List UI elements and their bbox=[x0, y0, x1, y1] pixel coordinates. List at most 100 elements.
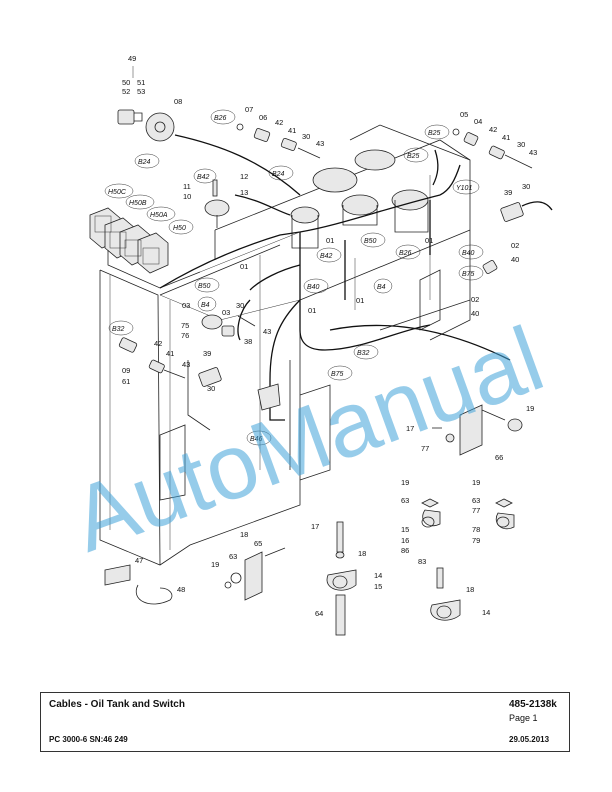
parts-diagram: 49 50 51 52 53 08 07 06 42 41 30 43 12 1… bbox=[60, 54, 556, 636]
callout-08: 08 bbox=[174, 97, 182, 106]
ref-H50A: H50A bbox=[150, 212, 168, 219]
callout-01d: 01 bbox=[356, 296, 364, 305]
callout-52: 52 bbox=[122, 87, 130, 96]
callout-41b: 41 bbox=[502, 133, 510, 142]
callout-10: 10 bbox=[183, 192, 191, 201]
callout-17b: 17 bbox=[311, 522, 319, 531]
ref-B24b: B24 bbox=[272, 171, 285, 178]
ref-B25b: B25 bbox=[407, 153, 420, 160]
callout-30d: 30 bbox=[236, 301, 244, 310]
ref-B75b: B75 bbox=[331, 371, 344, 378]
reference-designators: B26 B24 B42 B24 H50C H50B H50A H50 B25 B… bbox=[104, 109, 484, 446]
callout-18b: 18 bbox=[358, 549, 366, 558]
ref-B26b: B26 bbox=[399, 250, 412, 257]
callout-16: 16 bbox=[401, 536, 409, 545]
callout-39b: 39 bbox=[203, 349, 211, 358]
callout-86: 86 bbox=[401, 546, 409, 555]
ref-B75: B75 bbox=[462, 271, 475, 278]
ref-B24: B24 bbox=[138, 159, 151, 166]
callout-02b: 02 bbox=[471, 295, 479, 304]
document-number: 485-2138k bbox=[509, 699, 557, 710]
callout-43: 43 bbox=[316, 139, 324, 148]
ref-B42b: B42 bbox=[320, 253, 333, 260]
parts-bottom bbox=[104, 521, 461, 636]
callout-19: 19 bbox=[526, 404, 534, 413]
callout-11: 11 bbox=[183, 182, 191, 191]
callout-12: 12 bbox=[240, 172, 248, 181]
ref-B50b: B50 bbox=[198, 283, 211, 290]
callout-43d: 43 bbox=[182, 360, 190, 369]
parts-right bbox=[421, 404, 523, 530]
parts-top bbox=[117, 109, 553, 274]
callout-01b: 01 bbox=[240, 262, 248, 271]
callout-30b: 30 bbox=[517, 140, 525, 149]
callout-50: 50 bbox=[122, 78, 130, 87]
callout-43c: 43 bbox=[263, 327, 271, 336]
ref-B26: B26 bbox=[214, 115, 227, 122]
callout-07: 07 bbox=[245, 105, 253, 114]
ref-H50C: H50C bbox=[108, 189, 127, 196]
ref-B40b: B40 bbox=[307, 284, 320, 291]
callout-64: 64 bbox=[315, 609, 323, 618]
callout-41c: 41 bbox=[166, 349, 174, 358]
callout-14b: 14 bbox=[482, 608, 490, 617]
callout-17: 17 bbox=[406, 424, 414, 433]
callout-30: 30 bbox=[302, 132, 310, 141]
callout-15b: 15 bbox=[374, 582, 382, 591]
work-lamps bbox=[89, 207, 201, 289]
callout-63c: 63 bbox=[229, 552, 237, 561]
ref-Y101: Y101 bbox=[456, 185, 472, 192]
callout-41: 41 bbox=[288, 126, 296, 135]
ref-B50: B50 bbox=[364, 238, 377, 245]
callout-14: 14 bbox=[374, 571, 382, 580]
callout-01a: 01 bbox=[326, 236, 334, 245]
callout-43b: 43 bbox=[529, 148, 537, 157]
callout-39: 39 bbox=[504, 188, 512, 197]
callout-48: 48 bbox=[177, 585, 185, 594]
callout-03b: 03 bbox=[222, 308, 230, 317]
machine-model: PC 3000-6 SN:46 249 bbox=[49, 735, 128, 744]
callout-30c: 30 bbox=[522, 182, 530, 191]
callout-53: 53 bbox=[137, 87, 145, 96]
callout-42b: 42 bbox=[489, 125, 497, 134]
callout-63b: 63 bbox=[472, 496, 480, 505]
callout-19c: 19 bbox=[472, 478, 480, 487]
callout-78: 78 bbox=[472, 525, 480, 534]
callout-18c: 18 bbox=[466, 585, 474, 594]
callout-30e: 30 bbox=[207, 384, 215, 393]
callout-77: 77 bbox=[421, 444, 429, 453]
callout-77b: 77 bbox=[472, 506, 480, 515]
callout-numbers: 49 50 51 52 53 08 07 06 42 41 30 43 12 1… bbox=[122, 54, 537, 618]
callout-38: 38 bbox=[244, 337, 252, 346]
callout-02: 02 bbox=[511, 241, 519, 250]
callout-15: 15 bbox=[401, 525, 409, 534]
callout-61: 61 bbox=[122, 377, 130, 386]
ref-B42: B42 bbox=[197, 174, 210, 181]
ref-B4: B4 bbox=[377, 284, 386, 291]
callout-42: 42 bbox=[275, 118, 283, 127]
ref-H50B: H50B bbox=[129, 200, 147, 207]
title-block: Cables - Oil Tank and Switch 485-2138k P… bbox=[40, 692, 570, 752]
callout-09: 09 bbox=[122, 366, 130, 375]
callout-03: 03 bbox=[182, 301, 190, 310]
ref-H50: H50 bbox=[173, 225, 186, 232]
parts-left bbox=[118, 314, 281, 411]
callout-13: 13 bbox=[240, 188, 248, 197]
callout-66: 66 bbox=[495, 453, 503, 462]
ref-B4b: B4 bbox=[201, 302, 210, 309]
callout-19b: 19 bbox=[401, 478, 409, 487]
callout-01e: 01 bbox=[308, 306, 316, 315]
callout-76: 76 bbox=[181, 331, 189, 340]
callout-51: 51 bbox=[137, 78, 145, 87]
callout-01c: 01 bbox=[425, 236, 433, 245]
document-title: Cables - Oil Tank and Switch bbox=[49, 699, 185, 710]
callout-40b: 40 bbox=[471, 309, 479, 318]
document-date: 29.05.2013 bbox=[509, 735, 550, 744]
callout-75: 75 bbox=[181, 321, 189, 330]
callout-65: 65 bbox=[254, 539, 262, 548]
callout-83: 83 bbox=[418, 557, 426, 566]
callout-63: 63 bbox=[401, 496, 409, 505]
ref-B32b: B32 bbox=[357, 350, 370, 357]
ref-B40: B40 bbox=[462, 250, 475, 257]
callout-47: 47 bbox=[135, 556, 143, 565]
